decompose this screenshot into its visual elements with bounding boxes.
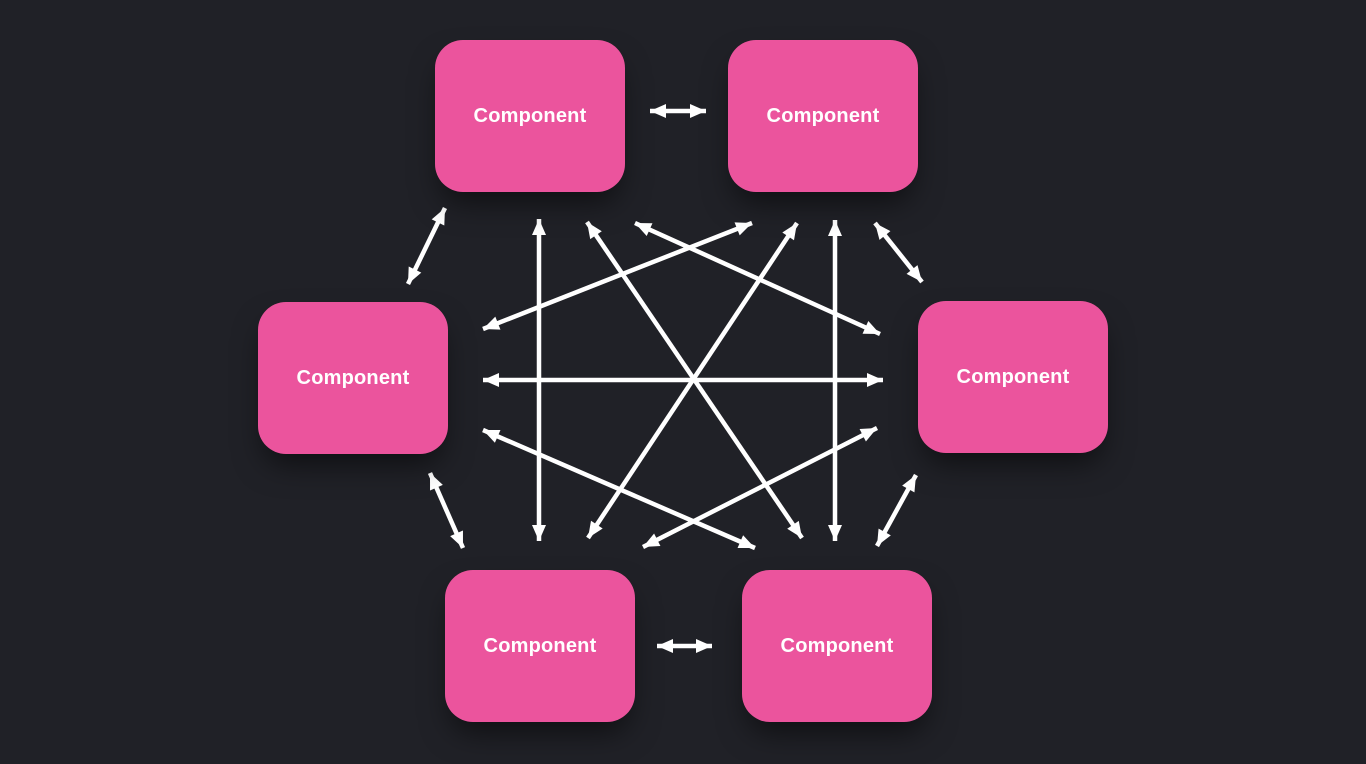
arrow-left--bottom-right bbox=[482, 427, 756, 551]
arrow-top-left--left bbox=[405, 207, 448, 285]
arrow-top-right--right bbox=[873, 221, 924, 284]
arrow-right--bottom-left bbox=[641, 425, 879, 550]
arrow-left--bottom-left bbox=[427, 472, 466, 549]
arrow-right--bottom-right bbox=[875, 473, 918, 548]
arrow-top-right--left bbox=[482, 220, 753, 332]
